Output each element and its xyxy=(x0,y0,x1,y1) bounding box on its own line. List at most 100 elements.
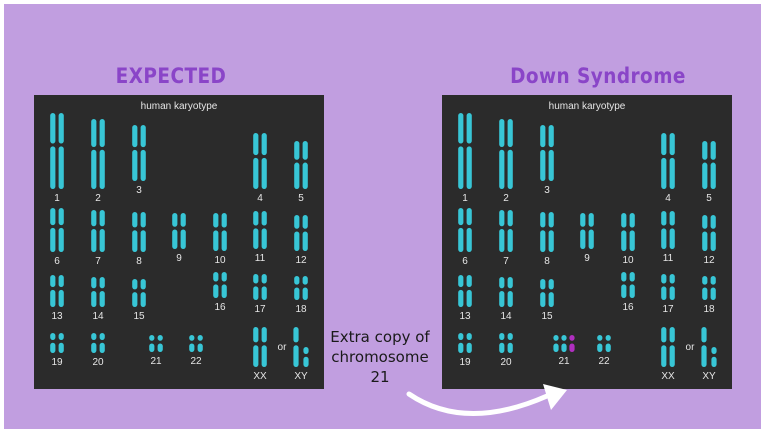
label-8: 8 xyxy=(136,256,142,267)
label-2: 2 xyxy=(95,193,101,204)
chromosome-9 xyxy=(172,213,186,249)
chromosome-12 xyxy=(702,215,716,251)
label-15: 15 xyxy=(133,311,145,322)
chromosome-21 xyxy=(553,335,575,352)
or-label: or xyxy=(686,342,696,353)
chromosome-9 xyxy=(580,213,594,249)
chromosome-21 xyxy=(149,335,163,352)
label-11: 11 xyxy=(255,253,266,264)
chromosome-2 xyxy=(91,119,105,189)
chromosome-10 xyxy=(621,213,635,251)
chromosome-10 xyxy=(213,213,227,251)
label-17: 17 xyxy=(662,304,674,315)
chromosome-3 xyxy=(132,125,146,181)
chromosome-1 xyxy=(50,113,64,189)
label-xx: XX xyxy=(253,371,267,382)
label-10: 10 xyxy=(622,255,634,266)
chromosome-6 xyxy=(458,208,472,252)
chromosome-20 xyxy=(91,333,105,353)
chromosome-5 xyxy=(702,141,716,189)
chromosome-8 xyxy=(132,212,146,252)
chromosome-7 xyxy=(499,210,513,252)
label-5: 5 xyxy=(706,193,712,204)
panel-title: human karyotype xyxy=(141,101,218,112)
chromosome-3 xyxy=(540,125,554,181)
label-20: 20 xyxy=(92,357,104,368)
label-7: 7 xyxy=(95,256,101,267)
label-xx: XX xyxy=(661,371,675,382)
chromosome-19 xyxy=(458,333,472,353)
chromosome-14 xyxy=(91,277,105,307)
label-1: 1 xyxy=(462,193,468,204)
label-3: 3 xyxy=(136,185,142,196)
chromosome-11 xyxy=(253,211,267,249)
label-22: 22 xyxy=(598,356,610,367)
label-19: 19 xyxy=(51,357,63,368)
label-21: 21 xyxy=(558,356,570,367)
chromosome-16 xyxy=(213,272,227,298)
label-4: 4 xyxy=(257,193,263,204)
chromosome-17 xyxy=(253,274,267,300)
chromosome-1 xyxy=(458,113,472,189)
label-17: 17 xyxy=(254,304,266,315)
heading-down-syndrome: Down Syndrome xyxy=(510,64,686,88)
chromosome-xy xyxy=(701,327,717,367)
chromosome-16 xyxy=(621,272,635,298)
chromosome-2 xyxy=(499,119,513,189)
chromosome-22 xyxy=(597,335,611,352)
label-10: 10 xyxy=(214,255,226,266)
chromosome-14 xyxy=(499,277,513,307)
label-22: 22 xyxy=(190,356,202,367)
label-18: 18 xyxy=(703,304,715,315)
chromosome-17 xyxy=(661,274,675,300)
chromosome-xy xyxy=(293,327,309,367)
annotation-line-2: chromosome xyxy=(331,348,429,366)
label-2: 2 xyxy=(503,193,509,204)
label-14: 14 xyxy=(92,311,104,322)
chromosome-4 xyxy=(253,133,267,189)
panel-title: human karyotype xyxy=(549,101,626,112)
label-8: 8 xyxy=(544,256,550,267)
label-xy: XY xyxy=(294,371,308,382)
label-11: 11 xyxy=(663,253,674,264)
label-19: 19 xyxy=(459,357,471,368)
label-5: 5 xyxy=(298,193,304,204)
chromosome-7 xyxy=(91,210,105,252)
annotation-extra-copy: Extra copy of chromosome 21 xyxy=(318,327,442,387)
label-21: 21 xyxy=(150,356,162,367)
label-15: 15 xyxy=(541,311,553,322)
label-xy: XY xyxy=(702,371,716,382)
label-12: 12 xyxy=(295,255,307,266)
chromosome-15 xyxy=(132,279,146,307)
chromosome-15 xyxy=(540,279,554,307)
label-4: 4 xyxy=(665,193,671,204)
chromosome-22 xyxy=(189,335,203,352)
chromosome-19 xyxy=(50,333,64,353)
label-3: 3 xyxy=(544,185,550,196)
label-16: 16 xyxy=(214,302,226,313)
label-9: 9 xyxy=(176,253,182,264)
curved-arrow-icon xyxy=(406,384,567,416)
label-9: 9 xyxy=(584,253,590,264)
chromosome-13 xyxy=(458,275,472,307)
heading-expected: EXPECTED xyxy=(115,64,227,88)
chromosome-20 xyxy=(499,333,513,353)
label-13: 13 xyxy=(459,311,471,322)
label-7: 7 xyxy=(503,256,509,267)
chromosome-6 xyxy=(50,208,64,252)
chromosome-18 xyxy=(702,276,716,300)
label-6: 6 xyxy=(462,256,468,267)
chromosome-8 xyxy=(540,212,554,252)
label-20: 20 xyxy=(500,357,512,368)
chromosome-5 xyxy=(294,141,308,189)
label-12: 12 xyxy=(703,255,715,266)
label-16: 16 xyxy=(622,302,634,313)
label-18: 18 xyxy=(295,304,307,315)
chromosome-4 xyxy=(661,133,675,189)
chromosome-13 xyxy=(50,275,64,307)
annotation-line-3: 21 xyxy=(370,368,390,386)
